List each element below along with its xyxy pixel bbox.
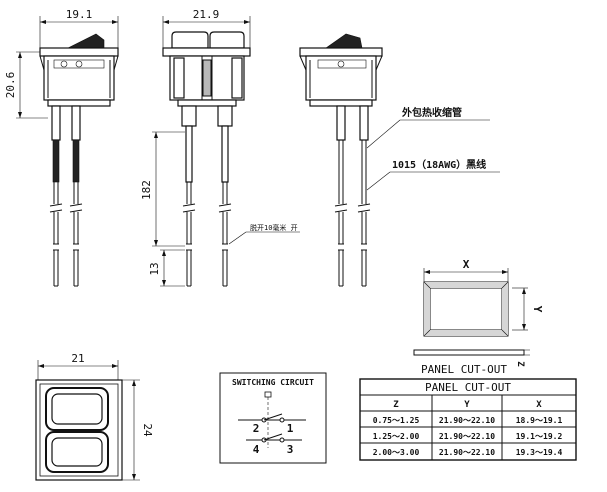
side-width-dimension: 21.9 (193, 8, 220, 21)
cutout-z-label: Z (515, 361, 525, 367)
front-width-dimension: 19.1 (66, 8, 93, 21)
top-view: 21 24 (35, 352, 154, 481)
terminal-4: 4 (253, 443, 260, 456)
table-cell: 18.9～19.1 (516, 416, 563, 425)
table-cell: 1.25～2.00 (373, 432, 420, 441)
right-view: 外包热收缩管 1015（18AWG）黑线 (299, 33, 500, 287)
terminal-2: 2 (253, 422, 260, 435)
table-cell: 2.00～3.00 (373, 448, 420, 457)
top-width-dimension: 21 (71, 352, 84, 365)
side-view: 21.9 (140, 8, 300, 287)
panel-cutout-diagram: X Y Z PANEL CUT-OUT (413, 258, 544, 376)
cutout-y-label: Y (531, 306, 544, 313)
table-cell: 19.3～19.4 (516, 448, 563, 457)
table-cell: 21.90～22.10 (439, 448, 495, 457)
panel-cutout-table: PANEL CUT-OUT Z Y X 0.75～1.25 21.90～22.1… (359, 378, 577, 461)
top-height-dimension: 24 (141, 423, 154, 437)
wire-spec-label: 1015（18AWG）黑线 (392, 158, 486, 171)
circuit-title: SWITCHING CIRCUIT (232, 378, 314, 387)
cutout-x-label: X (463, 258, 470, 271)
strip-note: 脱开10毫米 开 (250, 223, 298, 232)
terminal-1: 1 (287, 422, 294, 435)
table-header-y: Y (464, 400, 470, 410)
table-cell: 0.75～1.25 (373, 416, 420, 425)
lead-end-dimension: 13 (148, 262, 161, 275)
table-cell: 19.1～19.2 (516, 432, 563, 441)
table-cell: 21.90～22.10 (439, 432, 495, 441)
front-view: 19.1 20.6 (4, 8, 119, 287)
height-dimension: 20.6 (4, 72, 17, 99)
lead-length-dimension: 182 (140, 180, 153, 200)
table-title: PANEL CUT-OUT (425, 381, 511, 394)
table-header-z: Z (393, 400, 399, 410)
table-header-x: X (536, 400, 542, 410)
cutout-caption: PANEL CUT-OUT (421, 363, 507, 376)
switching-circuit: SWITCHING CIRCUIT 2 1 4 3 (219, 372, 327, 464)
table-cell: 21.90～22.10 (439, 416, 495, 425)
terminal-3: 3 (287, 443, 294, 456)
heat-shrink-label: 外包热收缩管 (401, 106, 462, 119)
